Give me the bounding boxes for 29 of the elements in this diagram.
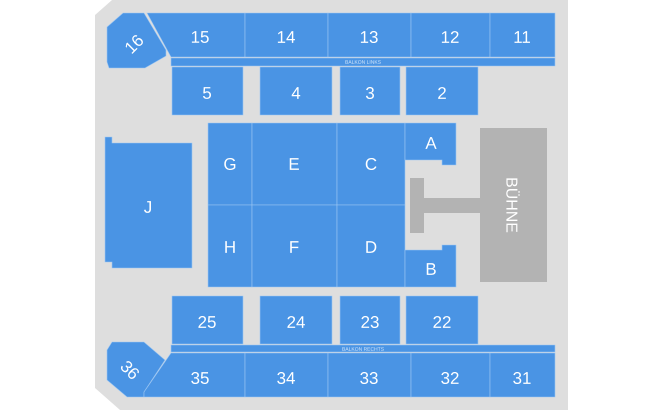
seating-section: 32 xyxy=(410,352,490,398)
seating-section: 23 xyxy=(340,296,400,344)
seating-section: J xyxy=(104,136,192,268)
seating-section: 4 xyxy=(260,66,332,116)
seating-section: 5 xyxy=(172,66,244,116)
seating-section: 31 xyxy=(490,352,556,398)
seating-section: 33 xyxy=(328,352,412,398)
seating-section: 15 xyxy=(146,12,246,58)
seating-section: 24 xyxy=(260,296,332,344)
seating-section: 36 xyxy=(106,342,166,398)
seating-section: 3 xyxy=(340,66,400,116)
seating-section: B xyxy=(404,244,456,288)
seating-section: 12 xyxy=(410,12,490,58)
seating-section: 16 xyxy=(106,12,166,68)
seating-section: 13 xyxy=(328,12,412,58)
seating-section: D xyxy=(336,204,406,288)
seating-section: A xyxy=(404,122,456,166)
seating-section: F xyxy=(252,204,338,288)
seating-section: H xyxy=(208,204,252,288)
seating-section: 22 xyxy=(406,296,478,344)
seating-section: 2 xyxy=(406,66,478,116)
seating-section: 11 xyxy=(490,12,556,58)
seating-section: 25 xyxy=(172,296,244,344)
seating-section: C xyxy=(336,122,406,206)
seating-section: 35 xyxy=(144,352,246,398)
seating-section: E xyxy=(252,122,338,206)
seating-section: 34 xyxy=(244,352,328,398)
seating-section: 14 xyxy=(244,12,328,58)
seating-section: G xyxy=(208,122,252,206)
